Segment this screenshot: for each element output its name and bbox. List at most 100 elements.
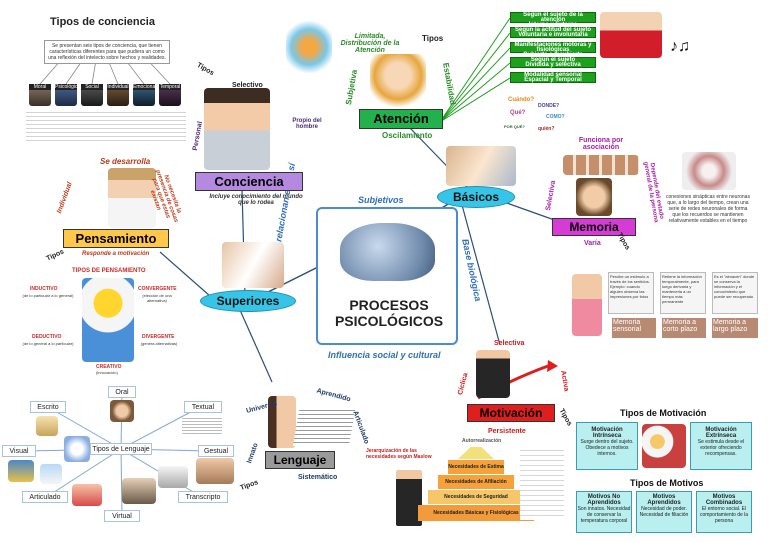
businessman-running-image	[476, 350, 510, 398]
conciencia-type-label: Social	[81, 84, 103, 90]
atencion-oscilamiento: Oscilamiento	[382, 131, 433, 140]
pensamiento-creativo-sub: (innovación)	[96, 370, 118, 375]
node-conciencia[interactable]: Conciencia	[195, 172, 303, 191]
homer-illustration	[82, 278, 134, 362]
neurons-image	[682, 152, 736, 190]
item-caption: Modalidad sensorial	[524, 72, 582, 78]
memoria-desc: conexiones sinápticas entre neuronas que…	[666, 194, 750, 224]
woman-remembering-photo	[572, 274, 602, 336]
child-dog-photo	[446, 146, 516, 186]
conciencia-type-label: Moral	[29, 84, 51, 90]
confused-man-photo	[576, 178, 612, 216]
tipos-motivos-title: Tipos de Motivos	[630, 478, 704, 488]
man-thinking-photo	[204, 88, 270, 170]
motivacion-selectiva: Selectiva	[494, 340, 525, 347]
memoria-q-6: quién?	[538, 126, 555, 132]
speaking-woman-photo	[268, 396, 296, 448]
escrito-image	[36, 416, 58, 436]
memoria-card-text-1: Percibe un estímulo a través de los sent…	[608, 272, 654, 314]
lenguaje-type-articulado: Articulado	[22, 491, 68, 503]
card-title: Motivación Extrínseca	[705, 427, 737, 439]
pyramid-level-1-label: Autorrealización	[462, 438, 502, 444]
pensamiento-inductivo-sub: (de lo particular a lo general)	[22, 293, 74, 298]
lenguaje-type-virtual: Virtual	[104, 510, 140, 522]
lenguaje-type-visual: Visual	[2, 445, 36, 457]
item-value: Interna y Externa	[528, 22, 578, 28]
memoria-funciona: Funciona por asociación	[578, 137, 624, 151]
pensamiento-deductivo-sub: (de lo general a lo particular)	[22, 341, 74, 346]
motivacion-persistente: Persistente	[488, 428, 526, 435]
node-basicos[interactable]: Básicos	[437, 186, 515, 208]
memoria-q-1: Cuándo?	[508, 97, 534, 103]
reading-person-photo	[600, 12, 662, 58]
node-superiores[interactable]: Superiores	[200, 290, 296, 312]
lenguaje-sistematico: Sistemático	[298, 474, 338, 481]
card-title: Motivación Intrínseca	[591, 427, 623, 439]
card-title: Motivos No Aprendidos	[587, 494, 621, 506]
memoria-card-2: Memoria a corto plazo	[662, 318, 706, 338]
item-caption: Manifestaciones motoras y fisiológicas	[514, 42, 592, 53]
card-body: El entorno social. El comportamiento de …	[699, 506, 749, 524]
memoria-card-3: Memoria a largo plazo	[712, 318, 758, 338]
memoria-varia: Varía	[584, 240, 601, 247]
lenguaje-hub-image	[64, 436, 90, 462]
couple-photo	[222, 242, 284, 288]
pensamiento-inductivo: INDUCTIVO	[30, 286, 58, 292]
memoria-q-2: DONDE?	[538, 103, 560, 109]
lenguaje-type-gestual: Gestual	[198, 445, 234, 457]
node-memoria[interactable]: Memoria	[552, 218, 636, 236]
tipos-pensamiento-title: TIPOS DE PENSAMIENTO	[72, 268, 146, 274]
central-topic: PROCESOS PSICOLÓGICOS	[316, 207, 458, 345]
pyramid-notes	[520, 450, 564, 520]
maslow-title: Jerarquización de las necesidades según …	[366, 448, 432, 460]
memory-photos-strip	[563, 155, 639, 175]
conciencia-selectivo: Selectivo	[232, 82, 263, 89]
pensamiento-desarrolla: Se desarrolla	[100, 157, 151, 166]
memoria-card-text-2: Retiene la información temporalmente, pa…	[660, 272, 706, 314]
node-pensamiento[interactable]: Pensamiento	[63, 229, 169, 248]
woman-thinking-photo	[108, 168, 156, 228]
central-title: PROCESOS PSICOLÓGICOS	[334, 297, 444, 329]
memoria-card-text-3: Es el "almacén" donde se conserva la inf…	[712, 272, 758, 314]
memoria-q-3: Qué?	[510, 110, 526, 116]
workers-illustration	[642, 424, 686, 468]
card-title: Motivos Combinados	[705, 494, 743, 506]
edge-subjetivos: Subjetivos	[358, 195, 404, 205]
item-caption: Según el sujeto	[530, 57, 576, 63]
item-caption: Según la actitud del sujeto	[514, 27, 591, 33]
music-notes-icon: ♪♫	[670, 38, 690, 55]
textual-image	[182, 416, 222, 436]
boy-glasses-photo	[370, 54, 426, 108]
memoria-q-4: COMO?	[546, 114, 565, 120]
tipos-motivacion-title: Tipos de Motivación	[620, 408, 707, 418]
pyramid-level-3: Necesidades de Afiliación	[438, 475, 514, 489]
conciencia-type-label: Emocional	[133, 84, 157, 90]
lenguaje-hub: Tipos de Lenguaje	[90, 443, 152, 455]
item-value: Espacial y Temporal	[524, 77, 582, 83]
card-title: Motivos Aprendidos	[647, 494, 681, 506]
lenguaje-type-transcripto: Transcripto	[178, 491, 228, 503]
lenguaje-type-oral: Oral	[108, 386, 136, 398]
pyramid-level-4: Necesidades de Seguridad	[428, 490, 524, 504]
oral-image	[110, 400, 134, 422]
pyramid-level-5: Necesidades Básicas y Fisiológicas	[418, 505, 534, 521]
node-atencion[interactable]: Atención	[359, 109, 443, 129]
item-value: Cubierta e incubierta	[523, 52, 583, 58]
card-body: Se estimula desde el exterior ofreciendo…	[697, 439, 745, 457]
node-motivacion[interactable]: Motivación	[467, 404, 555, 422]
transcripto-image	[158, 466, 188, 488]
virtual-image	[122, 478, 156, 504]
node-lenguaje[interactable]: Lenguaje	[265, 451, 335, 469]
conciencia-propio: Propio del hombre	[292, 118, 322, 130]
pensamiento-convergente-sub: (elección de una alternativa)	[142, 293, 172, 303]
lenguaje-type-escrito: Escrito	[30, 401, 66, 413]
brain-image	[340, 223, 435, 281]
speech-text-stream	[292, 410, 356, 446]
pensamiento-convergente: CONVERGENTE	[138, 286, 177, 292]
